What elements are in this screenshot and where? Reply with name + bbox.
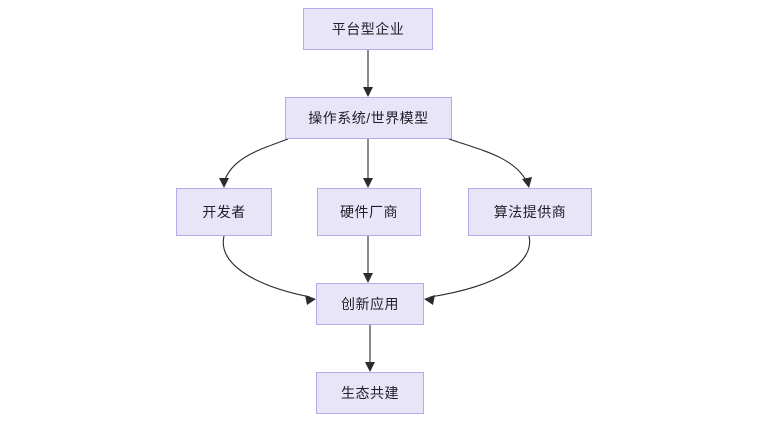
node-platform[interactable]: 平台型企业 [303,8,433,50]
arrow-head-icon [522,177,532,188]
edge-platform-to-os [363,50,373,97]
arrow-head-icon [363,87,373,97]
node-developer-label: 开发者 [202,204,246,220]
edge-developer-to-innovate [222,235,316,305]
arrow-head-icon [219,178,229,188]
edge-os-to-algorithm [448,138,532,188]
edge-innovate-to-ecosystem [365,325,375,372]
node-ecosystem-cobuild[interactable]: 生态共建 [316,372,424,414]
arrow-head-icon [363,178,373,188]
node-operating-system[interactable]: 操作系统/世界模型 [285,97,452,139]
node-hardware-vendor[interactable]: 硬件厂商 [317,188,421,236]
node-ecosystem-cobuild-label: 生态共建 [341,385,399,401]
node-innovative-application[interactable]: 创新应用 [316,283,424,325]
node-developer[interactable]: 开发者 [176,188,272,236]
edge-os-to-developer [219,138,289,188]
arrow-head-icon [305,295,316,305]
node-hardware-vendor-label: 硬件厂商 [340,204,398,220]
arrow-head-icon [363,273,373,283]
edge-os-to-hardware [363,139,373,188]
edge-hardware-to-innovate [363,236,373,283]
node-algorithm-provider[interactable]: 算法提供商 [468,188,592,236]
arrow-head-icon [424,295,435,305]
node-innovative-application-label: 创新应用 [341,296,399,312]
node-operating-system-label: 操作系统/世界模型 [308,110,429,126]
arrow-head-icon [365,362,375,372]
node-algorithm-provider-label: 算法提供商 [493,204,567,220]
edge-algorithm-to-innovate [424,235,531,305]
node-platform-label: 平台型企业 [331,21,405,37]
